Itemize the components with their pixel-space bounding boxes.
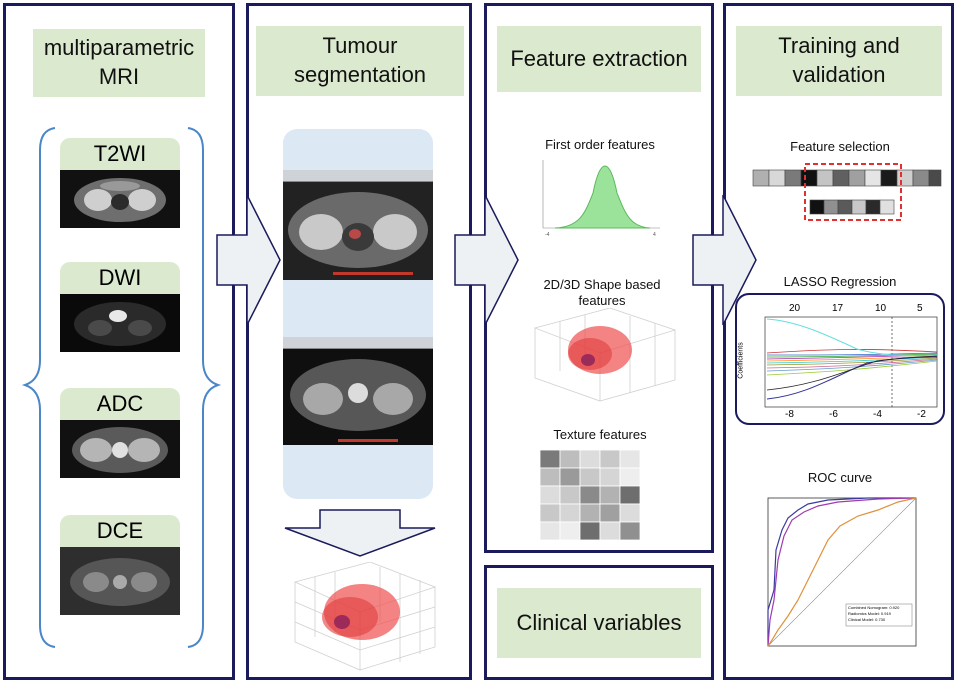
sequence-card-t2wi: T2WI: [60, 138, 180, 228]
first-order-histogram: -4 4: [542, 160, 660, 238]
adc-image: [60, 420, 180, 478]
sequence-label: ADC: [60, 388, 180, 420]
roc-legend-item: Combined Nomogram: 0.920: [848, 605, 900, 610]
lasso-top-tick: 17: [832, 303, 844, 314]
lasso-bottom-tick: -6: [829, 409, 838, 420]
texture-glcm-matrix: [540, 450, 641, 541]
sequence-card-dwi: DWI: [60, 262, 180, 352]
clinical-variables-panel: Clinical variables: [484, 565, 714, 680]
arrow-mri-to-segmentation: [216, 194, 281, 326]
arrow-segmentation-down: [284, 509, 436, 557]
texture-features-label: Texture features: [553, 427, 647, 442]
segmentation-3d-tumour: [293, 562, 437, 671]
arrow-features-to-training: [692, 194, 757, 326]
lasso-plot-frame: 20 17 10 5 -8 -6 -4 -2 Coefficients: [735, 293, 945, 425]
sequence-card-dce: DCE: [60, 515, 180, 615]
first-order-label: First order features: [545, 137, 655, 152]
lasso-bottom-tick: -2: [917, 409, 926, 420]
viewer-toolbar: [283, 337, 433, 349]
shape-features-label: 2D/3D Shape based features: [543, 277, 661, 309]
roc-legend-item: Radiomics Model: 0.919: [848, 611, 891, 616]
dce-image: [60, 547, 180, 615]
viewer-toolbar: [283, 170, 433, 182]
lasso-bottom-tick: -4: [873, 409, 882, 420]
lasso-regression-label: LASSO Regression: [783, 274, 897, 289]
mri-panel-title: multiparametric MRI: [33, 29, 205, 97]
feature-selection-graphic: [752, 163, 942, 221]
training-validation-title: Training and validation: [736, 26, 942, 96]
shape-3d-tumour: [533, 308, 677, 402]
roc-curve-label: ROC curve: [807, 470, 873, 485]
dwi-image: [60, 294, 180, 352]
lasso-ylabel: Coefficients: [737, 342, 745, 379]
lasso-top-tick: 10: [875, 303, 887, 314]
segmentation-panel-title: Tumour segmentation: [256, 26, 464, 96]
arrow-segmentation-to-features: [454, 194, 519, 326]
lasso-top-tick: 20: [789, 303, 801, 314]
svg-text:4: 4: [653, 232, 656, 238]
lasso-bottom-tick: -8: [785, 409, 794, 420]
sequence-label: DWI: [60, 262, 180, 294]
t2-segmentation-screenshot: [283, 170, 433, 280]
feature-extraction-title: Feature extraction: [497, 26, 701, 92]
lasso-top-tick: 5: [917, 303, 923, 314]
sequence-label: T2WI: [60, 138, 180, 170]
roc-legend-item: Clinical Model: 0.730: [848, 617, 886, 622]
clinical-variables-title: Clinical variables: [497, 588, 701, 658]
feature-selection-label: Feature selection: [790, 139, 890, 154]
t2wi-image: [60, 170, 180, 228]
svg-text:-4: -4: [545, 232, 550, 238]
sequence-label: DCE: [60, 515, 180, 547]
roc-curve-plot: [767, 497, 917, 647]
adc-segmentation-screenshot: [283, 337, 433, 445]
sequence-card-adc: ADC: [60, 388, 180, 478]
lasso-coefficient-plot: [764, 316, 938, 408]
